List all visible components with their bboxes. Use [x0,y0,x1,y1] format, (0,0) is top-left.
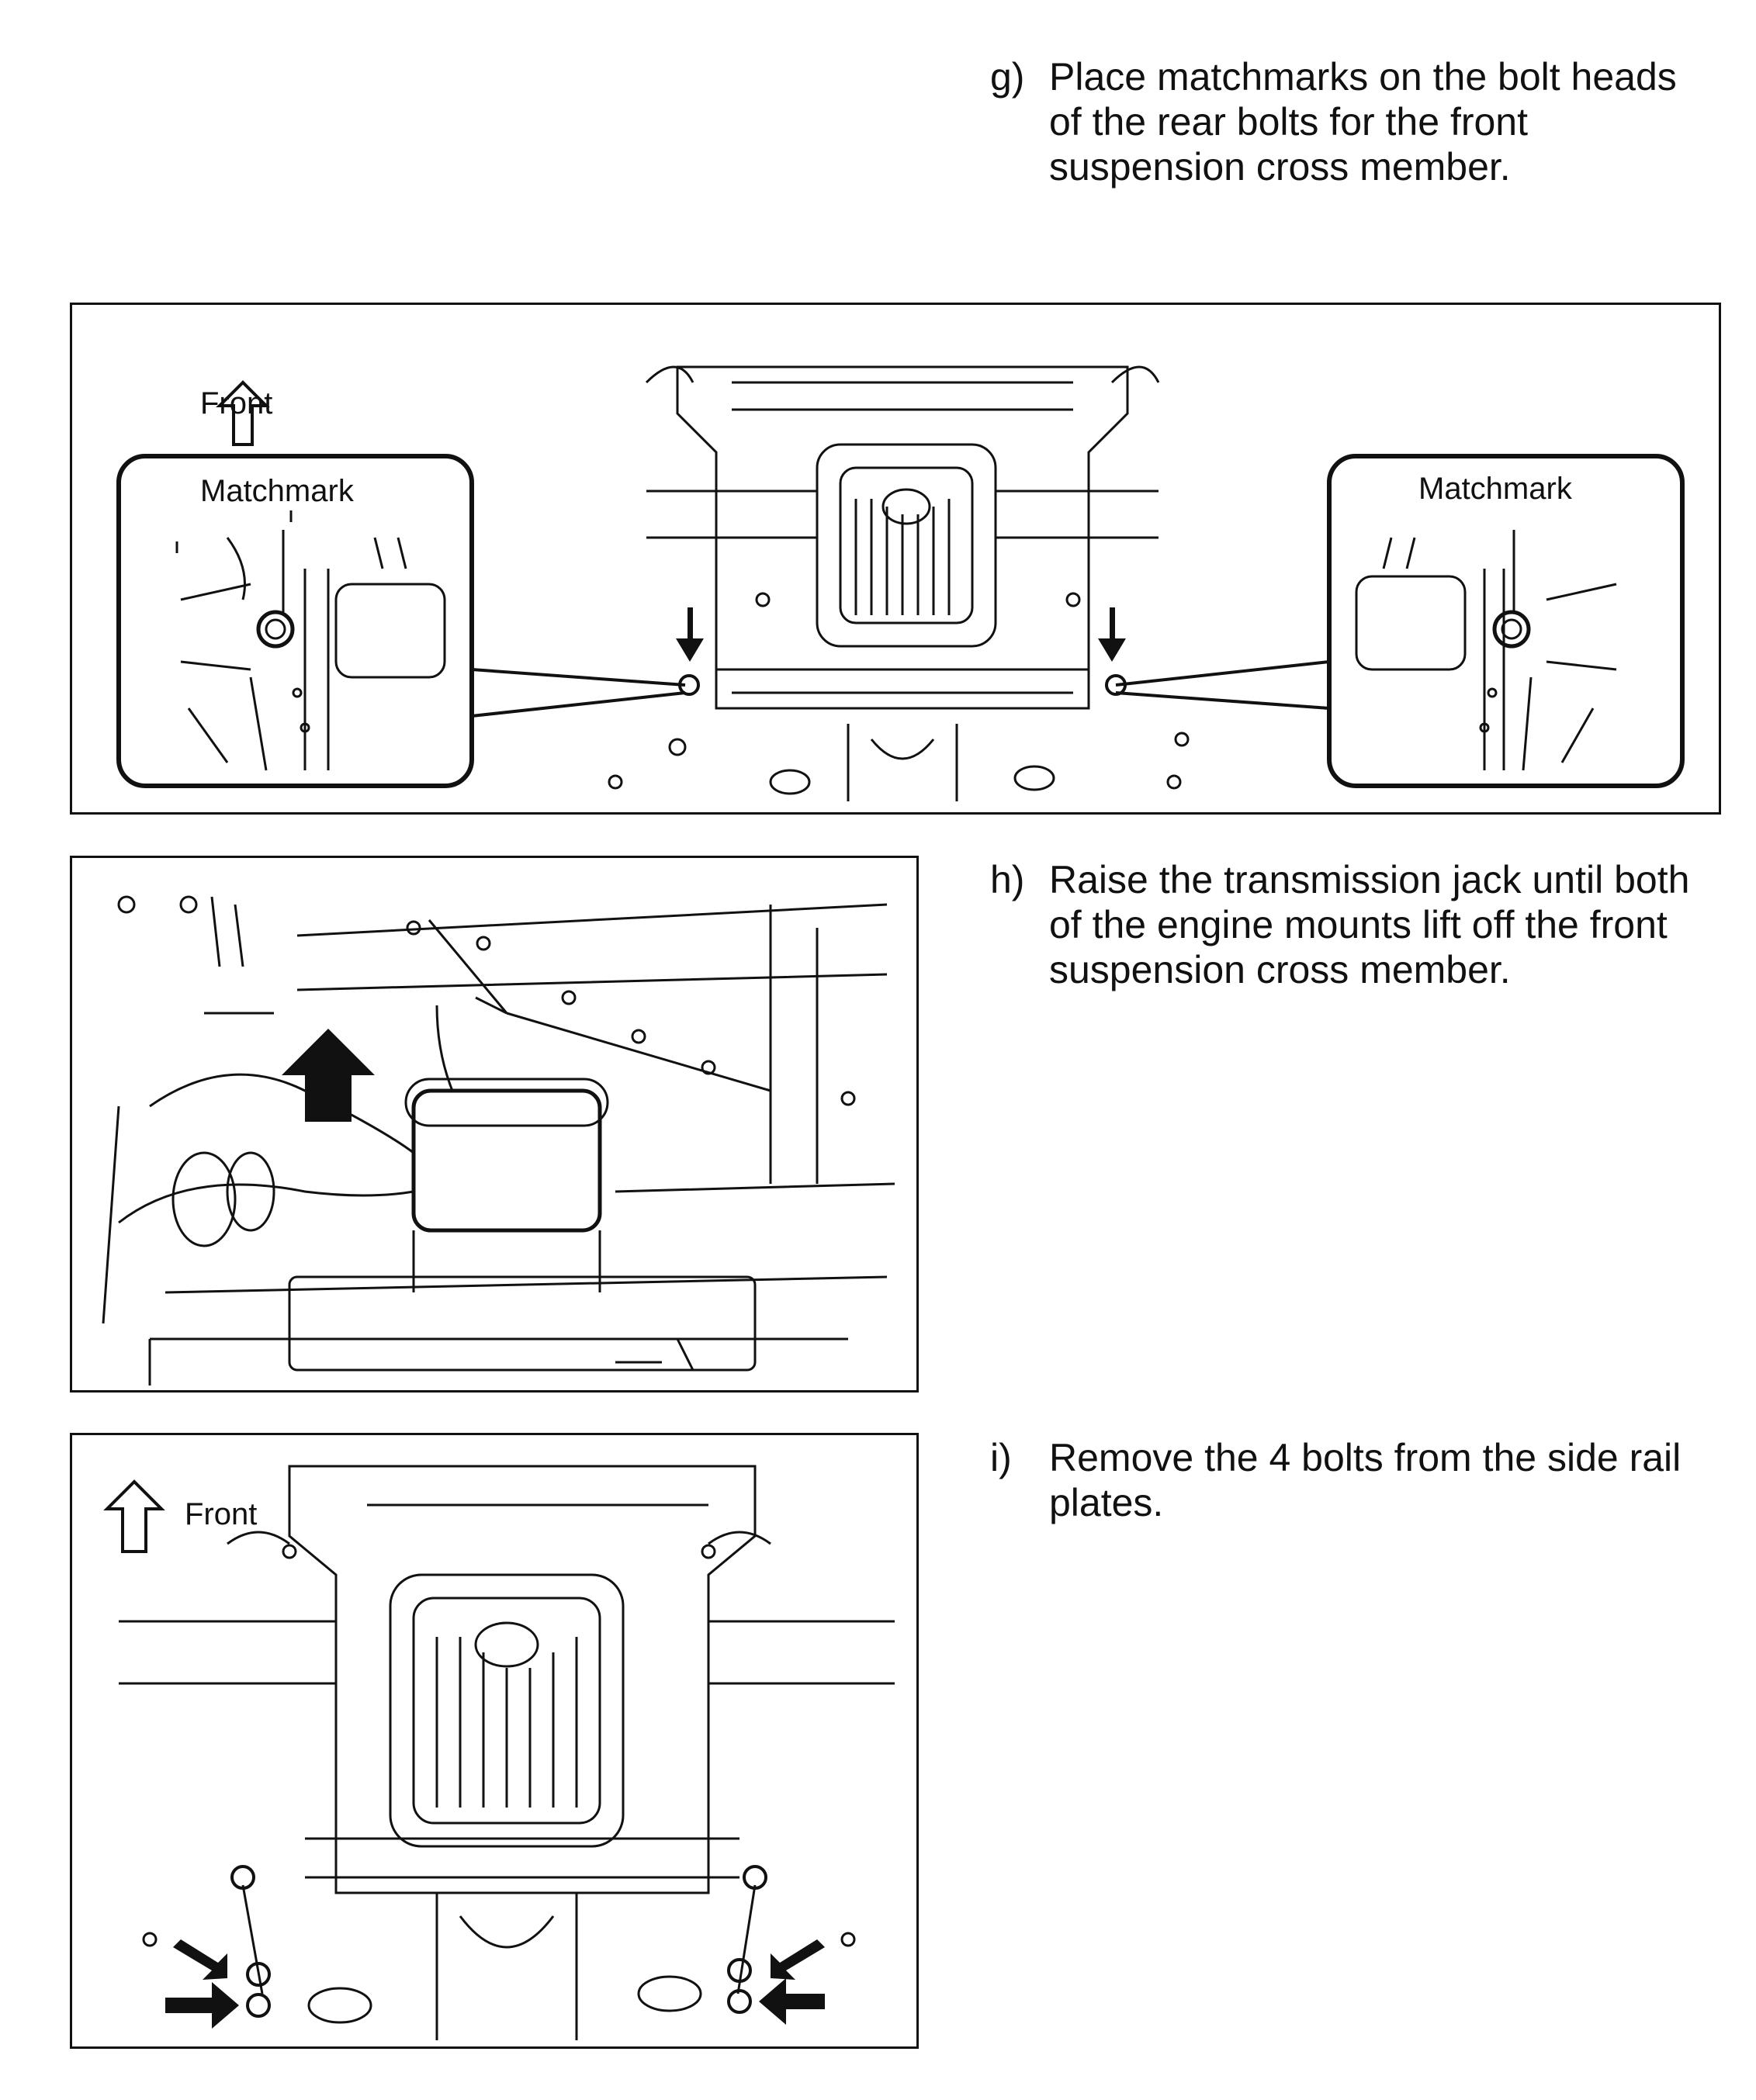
front-label: Front [185,1497,257,1531]
arrow-left-icon [771,1939,825,1980]
arrow-down-icon [1098,607,1126,662]
front-label: Front [200,386,272,420]
step-letter: i) [990,1436,1012,1479]
figure-side-rail-bolts: Front [70,1433,919,2049]
matchmark-label-left: Matchmark [200,474,355,508]
step-text: Raise the transmission jack until both o… [1049,858,1690,991]
figure-transmission-jack [70,856,919,1393]
arrow-right-icon [173,1939,227,1980]
matchmark-label-right: Matchmark [1418,472,1573,506]
figure-transmission-jack-drawing [102,895,895,1386]
step-letter: g) [990,55,1025,99]
figure-side-rail-bolts-drawing: Front [103,1465,895,2040]
arrow-up-icon [282,1029,375,1122]
figure-matchmarks-drawing: Front Matchmark Matchmark [116,365,1685,801]
step-text: Place matchmarks on the bolt heads of th… [1049,55,1677,189]
callout-box-left [116,454,474,788]
figure-matchmarks: Front Matchmark Matchmark [70,303,1721,815]
front-arrow-icon [103,1479,165,1553]
step-letter: h) [990,858,1025,901]
callout-box-right [1327,454,1685,788]
front-arrow-icon [216,380,270,446]
arrow-right-icon [165,1982,239,2029]
step-text: Remove the 4 bolts from the side rail pl… [1049,1436,1682,1524]
step-h: h) Raise the transmission jack until bot… [990,857,1735,997]
step-g: g) Place matchmarks on the bolt heads of… [990,54,1735,194]
arrow-left-icon [759,1978,825,2025]
step-i: i) Remove the 4 bolts from the side rail… [990,1435,1735,1528]
arrow-down-icon [676,607,704,662]
